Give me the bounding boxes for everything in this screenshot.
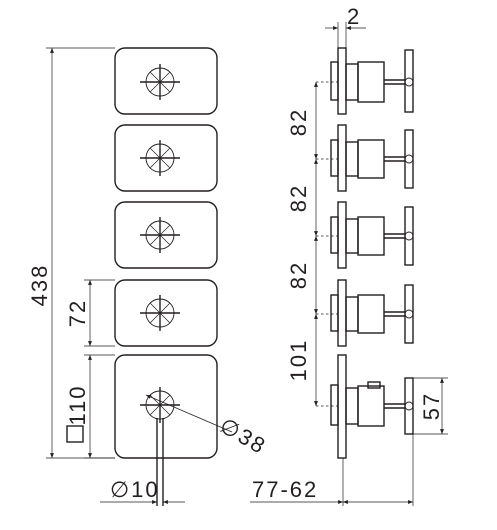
side-view: 2 82 82 82 101 57 77-62 — [250, 4, 448, 506]
dim-shaft-diameter-label: ∅10 — [110, 477, 160, 502]
side-valve-1 — [316, 47, 414, 115]
dim-handle-height: 57 — [413, 377, 448, 435]
dim-handle-diameter-label: ∅38 — [216, 413, 271, 459]
cross-handle-icon — [140, 217, 180, 253]
cross-handle-icon — [140, 295, 180, 331]
dim-plate-side: 110 — [65, 354, 115, 459]
dim-total-height-label: 438 — [27, 264, 52, 307]
dim-plate-thickness-label: 2 — [347, 4, 361, 29]
side-valve-4 — [316, 279, 414, 347]
dim-spacing-3-label: 82 — [286, 261, 311, 289]
side-valve-5 — [316, 354, 414, 506]
dim-plate-side-label: 110 — [65, 384, 90, 425]
dim-projection-label: 77-62 — [252, 477, 318, 502]
dim-spacing-2-label: 82 — [286, 184, 311, 212]
cross-handle-icon — [140, 387, 180, 423]
square-symbol-icon — [66, 425, 84, 443]
dim-spacing-1-label: 82 — [286, 108, 311, 136]
side-valve-2 — [316, 124, 414, 192]
dim-handle-height-label: 57 — [419, 392, 444, 420]
front-view: 438 72 110 ∅10 ∅38 — [27, 47, 271, 506]
control-plate-2 — [114, 124, 218, 192]
side-valve-3 — [316, 201, 414, 269]
dim-shaft-diameter: ∅10 — [100, 477, 185, 504]
dim-spacings: 82 82 82 101 — [286, 82, 318, 406]
dim-projection: 77-62 — [250, 477, 413, 504]
cross-handle-icon — [140, 64, 180, 100]
dim-plate-pitch: 72 — [65, 279, 115, 347]
control-plate-3 — [114, 201, 218, 269]
dim-plate-pitch-label: 72 — [65, 299, 90, 327]
dim-spacing-4-label: 101 — [286, 339, 311, 382]
control-plate-4 — [114, 279, 218, 347]
dim-plate-thickness: 2 — [325, 4, 366, 48]
dim-total-height: 438 — [27, 47, 115, 459]
cross-handle-icon — [140, 140, 180, 176]
control-plate-1 — [114, 47, 218, 115]
